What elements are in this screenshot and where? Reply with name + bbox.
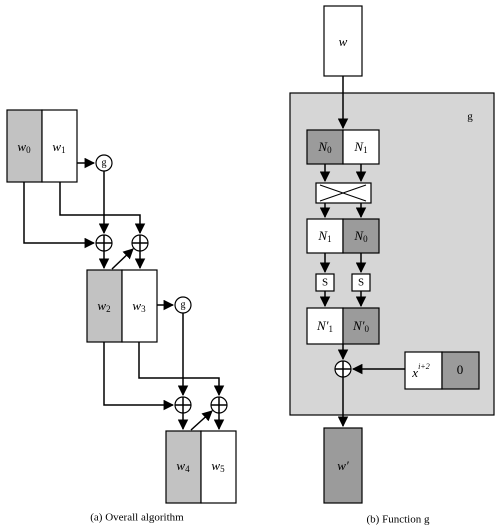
input-w-label: w [339, 34, 348, 49]
xor-circle-1 [95, 234, 113, 252]
n0-prime-label: N′0 [352, 318, 370, 334]
input-w-box [323, 5, 363, 77]
n1-label: N1 [353, 139, 367, 155]
arrows-stage-1 [23, 157, 146, 270]
s-box-right-label: S [358, 277, 364, 289]
caption-overall-algorithm: (a) Overall algorithm [90, 512, 184, 524]
w5-label: w5 [211, 458, 225, 474]
n0-swapped-box [342, 218, 380, 254]
w3-box [121, 269, 158, 343]
w0-box [6, 109, 43, 183]
n1-prime-box [306, 307, 344, 345]
w1-label: w1 [52, 139, 65, 155]
overall-algorithm: w0 w1 g w2 w3 [6, 109, 237, 524]
output-w-prime-label: w′ [337, 458, 349, 473]
w4-label: w4 [176, 458, 190, 474]
zero-label: 0 [457, 362, 464, 377]
n0-label: N0 [317, 139, 332, 155]
n0-swapped-label: N0 [353, 228, 368, 244]
n1-prime-label: N′1 [316, 318, 333, 334]
xor-circle-g [334, 360, 352, 378]
n0-box [306, 129, 344, 165]
n1-swapped-label: N1 [317, 228, 331, 244]
w4-box [165, 430, 202, 504]
w2-label: w2 [97, 298, 110, 314]
s-box-left-label: S [322, 277, 328, 289]
n0-prime-box [342, 307, 380, 345]
zero-box [441, 351, 480, 390]
n1-box [342, 129, 380, 165]
xor-circle-3 [174, 396, 192, 414]
w1-box [41, 109, 78, 183]
swap-box [315, 182, 372, 204]
panel-g-label: g [467, 111, 473, 123]
g-label-middle: g [181, 299, 186, 310]
output-w-prime-box [323, 427, 363, 504]
w3-label: w3 [132, 298, 146, 314]
w0-label: w0 [17, 139, 31, 155]
g-label-top: g [102, 157, 107, 168]
x-constant-label: xi+2 [411, 362, 429, 380]
xor-circle-4 [210, 396, 228, 414]
caption-function-g: (b) Function g [367, 514, 430, 526]
function-g: w g N0 N1 N1 N0 S S [289, 5, 495, 526]
w5-box [200, 430, 237, 504]
arrows-stage-2 [103, 299, 225, 431]
xor-circle-2 [131, 234, 149, 252]
